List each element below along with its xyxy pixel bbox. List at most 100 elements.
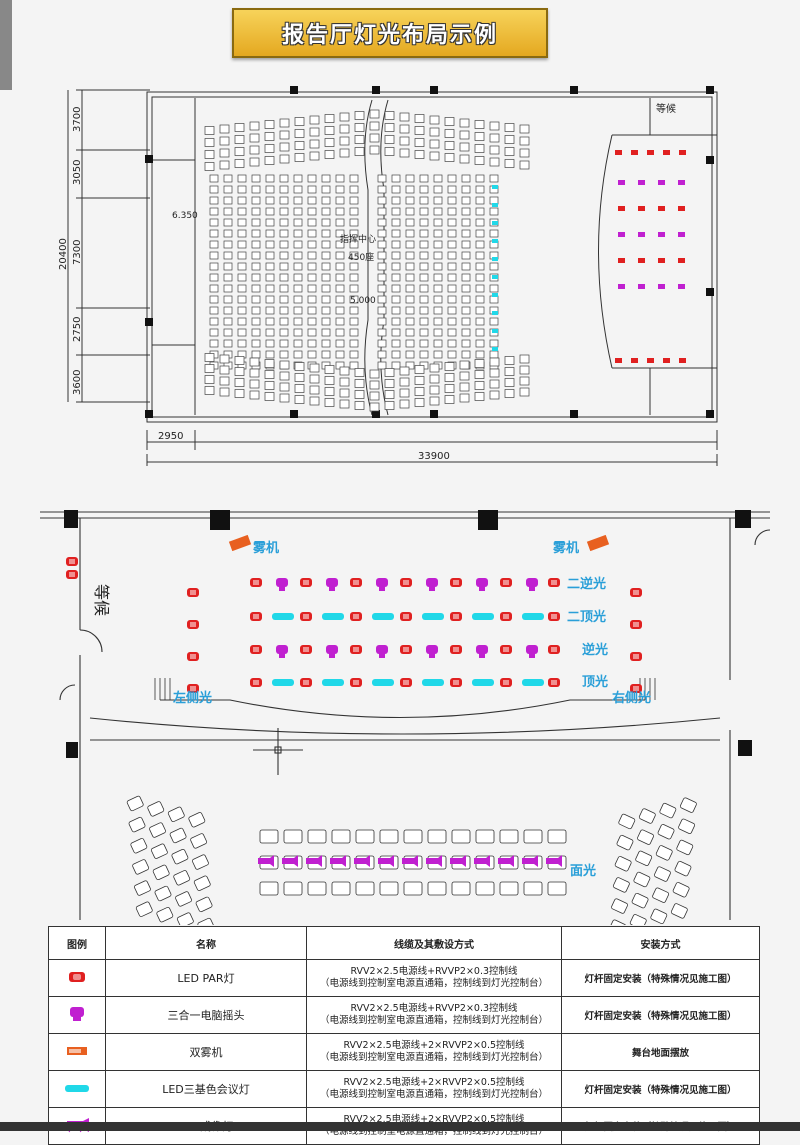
seat (379, 829, 399, 844)
seat (130, 838, 148, 854)
seat (447, 185, 457, 194)
seat (321, 262, 331, 271)
seat (279, 306, 289, 315)
led-par-light (630, 684, 642, 693)
row-label-second-toplight: 二顶光 (567, 609, 606, 625)
led-par-light (450, 612, 462, 621)
legend-install: 灯杆固定安装（特殊情况见施工图） (561, 959, 760, 997)
seat (433, 218, 443, 227)
seat (237, 207, 247, 216)
seat (209, 273, 219, 282)
seat (475, 284, 485, 293)
seat (637, 829, 654, 845)
plan-light (492, 203, 498, 207)
seat (399, 399, 410, 409)
seat (369, 145, 380, 155)
legend-cable: RVV2×2.5电源线+RVVP2×0.3控制线 (350, 1003, 518, 1014)
seat (419, 317, 429, 326)
seat (419, 185, 429, 194)
seat (474, 120, 485, 129)
seat (674, 860, 692, 877)
plan-light (647, 150, 654, 155)
seat (377, 262, 387, 271)
led-par-light (300, 578, 312, 587)
seat (321, 196, 331, 205)
plan-light (638, 284, 645, 289)
led-par-light (350, 645, 362, 654)
side-light-right-label: 右侧光 (611, 690, 651, 706)
seat (391, 218, 401, 227)
legend-row: LED PAR灯 RVV2×2.5电源线+RVVP2×0.3控制线（电源线到控制… (48, 959, 760, 997)
moving-head-light (476, 578, 488, 591)
seat (377, 251, 387, 260)
seat (504, 147, 515, 156)
seat (475, 328, 485, 337)
seat (459, 371, 470, 381)
led-par-light (250, 578, 262, 587)
seat (237, 229, 247, 238)
dim-3700: 3700 (72, 107, 83, 132)
seat (223, 317, 233, 326)
seat (433, 284, 443, 293)
seat (209, 218, 219, 227)
seat (321, 350, 331, 359)
seat (307, 229, 317, 238)
seat (324, 387, 335, 396)
seat (349, 229, 359, 238)
seat (633, 871, 651, 888)
led-par-light (66, 557, 78, 566)
seat (391, 317, 401, 326)
seat (475, 251, 485, 260)
plan-light (615, 358, 622, 363)
imaging-light (378, 855, 394, 867)
tricolor-light (372, 679, 394, 686)
seat (293, 185, 303, 194)
seat (489, 284, 499, 293)
seat (223, 284, 233, 293)
seat (629, 914, 647, 925)
seat (335, 339, 345, 348)
seat (279, 118, 290, 128)
seat (324, 114, 335, 123)
seat (433, 207, 443, 216)
legend-header-install: 安装方式 (561, 926, 760, 960)
seat (237, 317, 247, 326)
fog-machine (228, 534, 252, 552)
legend-name: LED三基色会议灯 (105, 1070, 307, 1108)
seat (251, 306, 261, 315)
legend-cable-note: （电源线到控制室电源直通箱，控制线到灯光控制台） (319, 1089, 548, 1100)
seat (335, 317, 345, 326)
seat (399, 124, 410, 134)
seat (293, 273, 303, 282)
fog-machine-right-label: 雾机 (552, 540, 579, 556)
seat (461, 229, 471, 238)
plan-light (663, 150, 670, 155)
seat (293, 218, 303, 227)
seat (321, 284, 331, 293)
seat (391, 284, 401, 293)
seat (150, 843, 168, 859)
seat (265, 229, 275, 238)
seat (307, 207, 317, 216)
seat (638, 808, 656, 824)
seat (307, 273, 317, 282)
dim-3600: 3600 (72, 370, 83, 395)
stage-lights-plan (492, 150, 686, 363)
seat (427, 881, 447, 896)
seat (447, 262, 457, 271)
seat (354, 111, 365, 120)
seat (391, 229, 401, 238)
plan-light (658, 284, 665, 289)
seat (405, 350, 415, 359)
seat (377, 229, 387, 238)
seat (169, 827, 187, 844)
seat (293, 262, 303, 271)
seat (609, 919, 627, 925)
seat (475, 273, 485, 282)
seat (489, 157, 500, 167)
moving-head-light (376, 578, 388, 591)
seat (461, 174, 471, 183)
seat (307, 240, 317, 249)
seat (265, 196, 275, 205)
seat (475, 306, 485, 315)
